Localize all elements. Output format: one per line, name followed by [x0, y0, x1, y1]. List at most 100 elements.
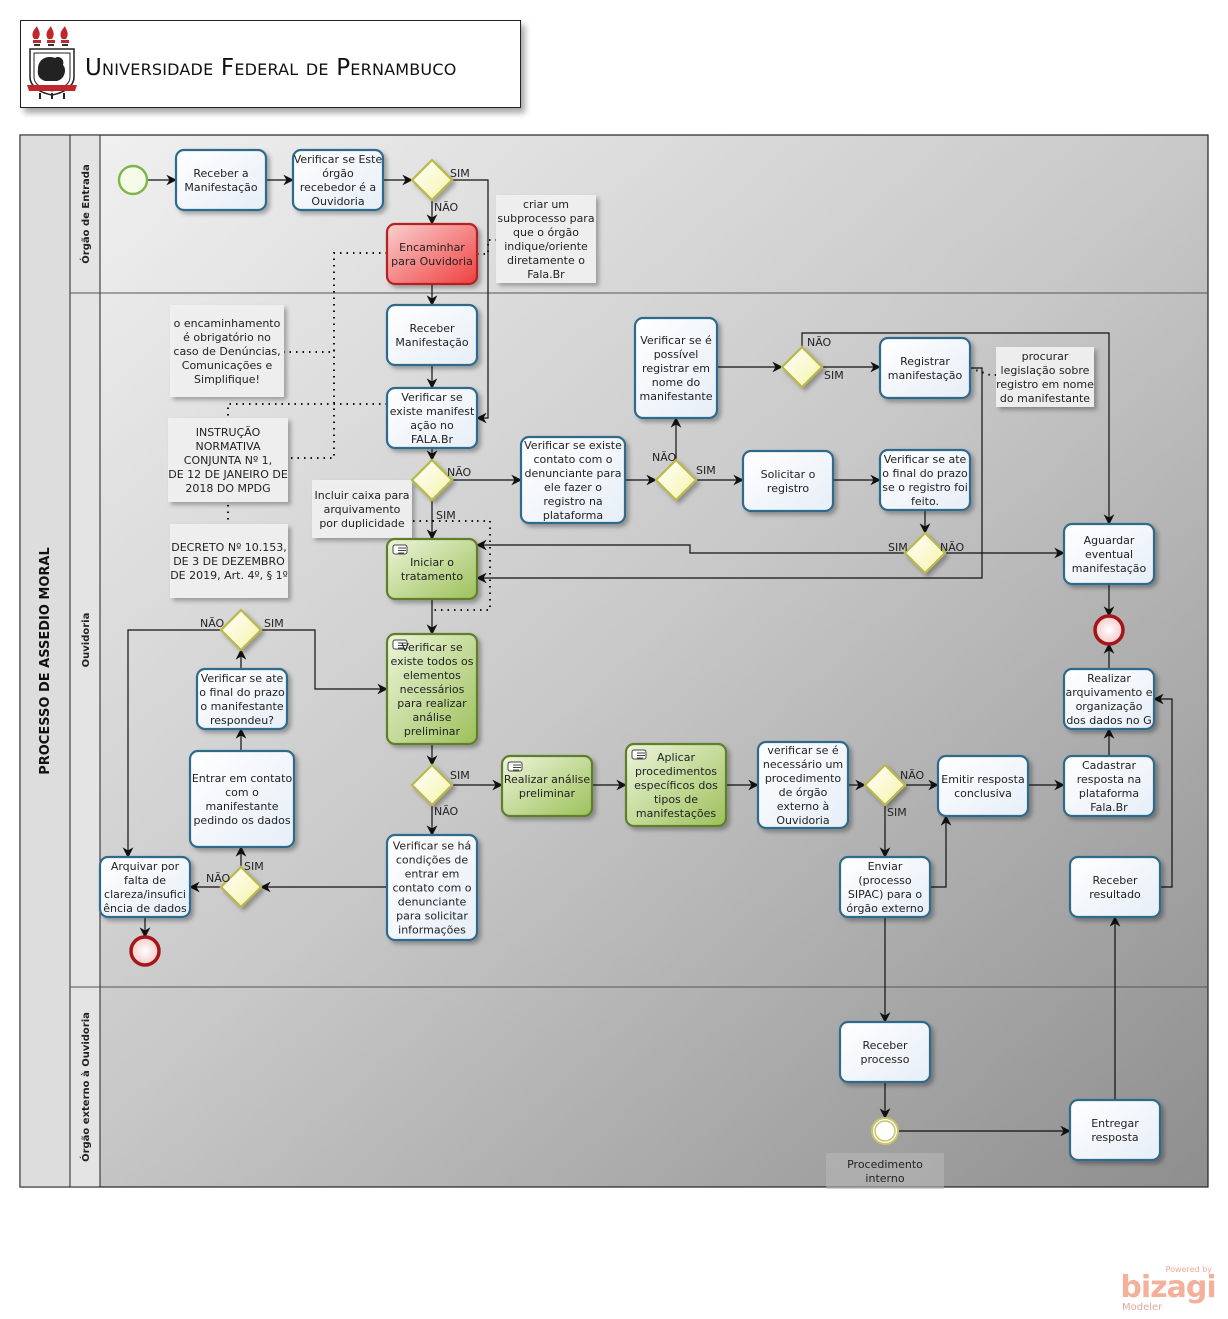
task-label: organização [1076, 700, 1143, 713]
powered-by-text: Powered by [1165, 1265, 1212, 1274]
start-event-icon[interactable] [117, 164, 149, 196]
bizagi-logo-text: bizagi [1120, 1270, 1216, 1305]
task-label: manifestante [206, 800, 279, 813]
task-shape [385, 386, 479, 450]
gateway-label-nao: NÃO [434, 201, 459, 214]
annotation-text: subprocesso para [497, 212, 594, 225]
task-shape [878, 336, 972, 400]
task-label: clareza/insufici [104, 888, 186, 901]
annotation-text: do manifestante [1000, 392, 1090, 405]
task-label: possível [654, 348, 699, 361]
bizagi-watermark: Powered by bizagi Modeler [1118, 1265, 1218, 1313]
task-label: Realizar [1087, 672, 1131, 685]
gateway-g5[interactable] [903, 531, 947, 575]
task-label: Arquivar por [111, 860, 180, 873]
gateway-label-sim: SIM [824, 369, 844, 382]
task-label: Cadastrar [1082, 759, 1136, 772]
task-label: feito. [911, 495, 939, 508]
annotation-text: é obrigatório no [183, 331, 271, 344]
sequence-flow [122, 629, 221, 859]
task-label: órgão externo [846, 902, 923, 915]
task-label: tipos de [654, 793, 698, 806]
gateway-g4[interactable] [780, 345, 824, 389]
task-label: procedimento [765, 772, 842, 785]
sequence-flow [261, 629, 389, 695]
task-label: Manifestação [184, 181, 257, 194]
gateway-label-sim: SIM [696, 464, 716, 477]
task-label: específicos dos [634, 779, 718, 792]
gateway-g9[interactable] [863, 763, 907, 807]
gateway-g1[interactable] [410, 158, 454, 202]
gateway-g3[interactable] [654, 458, 698, 502]
task-label: existe manifest [390, 405, 475, 418]
end-event-icon[interactable] [129, 935, 161, 967]
task-label: existe todos os [391, 655, 474, 668]
gateway-label-nao: NÃO [900, 769, 925, 782]
annotation-text: legislação sobre [1001, 364, 1090, 377]
university-title: Universidade Federal de Pernambuco [85, 55, 457, 81]
task-label: Solicitar o [761, 468, 816, 481]
sequence-flow [475, 539, 905, 554]
task-label: Entrar em contato [192, 772, 293, 785]
gateway-g2[interactable] [410, 458, 454, 502]
end-event-icon[interactable] [1093, 614, 1125, 646]
task-label: denunciante [398, 896, 467, 909]
lane-label-entrada: Órgão de Entrada [79, 164, 92, 263]
gateway-g8[interactable] [219, 865, 263, 909]
task-shape [624, 742, 728, 828]
task-label: preliminar [519, 787, 576, 800]
gateway-label-nao: NÃO [807, 336, 832, 349]
task-shape [838, 855, 932, 919]
task-label: Iniciar o [410, 556, 454, 569]
sequence-flow [452, 179, 489, 424]
gateway-label-nao: NÃO [206, 872, 231, 885]
task-label: Verificar se há [393, 840, 471, 853]
task-label: ele fazer o [544, 481, 602, 494]
task-label: pedindo os dados [193, 814, 290, 827]
task-shape [936, 754, 1030, 818]
task-shape [741, 449, 835, 513]
manual-task-icon [507, 761, 523, 772]
task-label: tratamento [401, 570, 463, 583]
task-label: respondeu? [210, 714, 274, 727]
intermediate-event-inner [874, 1120, 896, 1142]
gateway-g7[interactable] [410, 763, 454, 807]
task-label: manifestação [1072, 562, 1147, 575]
task-shape [1068, 1098, 1162, 1162]
task-label: contato com o [392, 882, 471, 895]
annotation-text: Procedimento [847, 1158, 923, 1171]
gateway-g6[interactable] [219, 608, 263, 652]
sequence-flow [1152, 693, 1173, 888]
annotation-text: arquivamento [324, 503, 401, 516]
